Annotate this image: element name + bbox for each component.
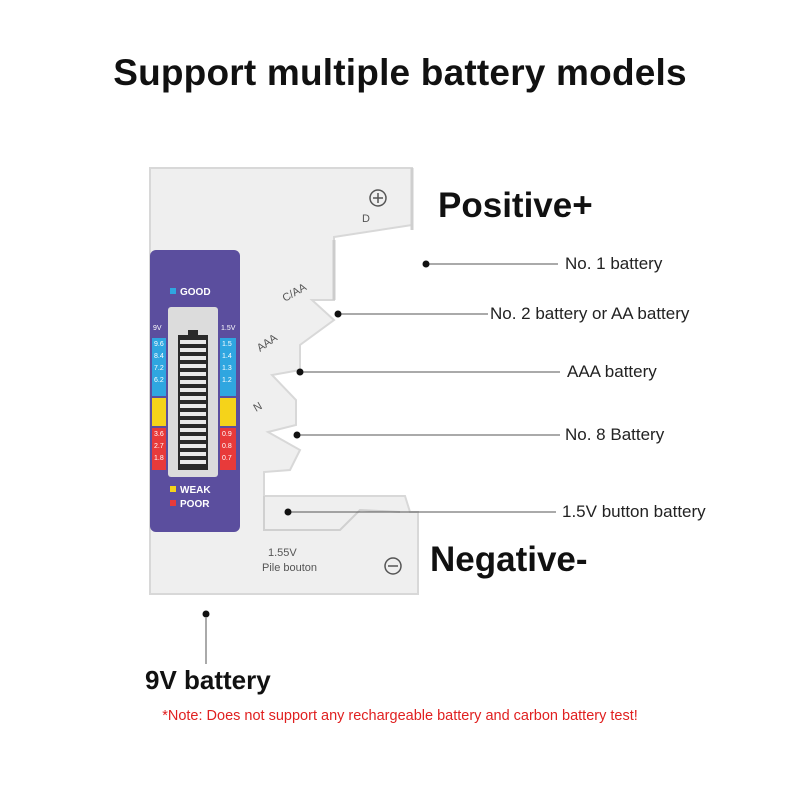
display-left-value: 9.6 [154, 341, 164, 348]
display-right-header: 1.5V [221, 325, 236, 332]
display-good-label: GOOD [180, 287, 211, 298]
callout-lines [205, 263, 560, 664]
display-left-value: 7.2 [154, 365, 164, 372]
display-left-value: 1.8 [154, 455, 164, 462]
display-left-header: 9V [153, 325, 162, 332]
nine-volt-battery-label: 9V battery [145, 665, 271, 695]
page-title: Support multiple battery models [113, 52, 687, 93]
display-left-value: 6.2 [154, 377, 164, 384]
display-left-value: 2.7 [154, 443, 164, 450]
display-right-value: 1.5 [222, 341, 232, 348]
callout-no1-battery: No. 1 battery [565, 254, 663, 273]
display-right-value: 1.2 [222, 377, 232, 384]
display-right-value: 0.9 [222, 431, 232, 438]
display-left-value: 3.6 [154, 431, 164, 438]
callout-button-battery: 1.5V button battery [562, 502, 706, 521]
callout-no8-battery: No. 8 Battery [565, 425, 665, 444]
button-label-voltage: 1.55V [268, 547, 297, 559]
display-left-value: 8.4 [154, 353, 164, 360]
display-right-value: 1.3 [222, 365, 232, 372]
display-right-value: 0.8 [222, 443, 232, 450]
positive-symbol-icon [369, 189, 387, 207]
display-right-values: 1.5 1.4 1.3 1.2 0.9 0.8 0.7 [222, 341, 232, 462]
callout-no2-aa-battery: No. 2 battery or AA battery [490, 304, 690, 323]
button-label-name: Pile bouton [262, 562, 317, 574]
display-weak-label: WEAK [180, 485, 211, 496]
note-text: *Note: Does not support any rechargeable… [162, 708, 638, 724]
positive-label: Positive+ [438, 186, 593, 225]
callout-dots [202, 260, 430, 618]
negative-symbol-icon [384, 557, 402, 575]
display-right-value: 1.4 [222, 353, 232, 360]
display-right-value: 0.7 [222, 455, 232, 462]
display-left-values: 9.6 8.4 7.2 6.2 3.6 2.7 1.8 [154, 341, 164, 462]
lcd-bars [180, 340, 206, 464]
callout-aaa-battery: AAA battery [567, 362, 657, 381]
slot-label-d: D [362, 213, 370, 225]
display-poor-label: POOR [180, 499, 210, 510]
negative-label: Negative- [430, 540, 588, 579]
